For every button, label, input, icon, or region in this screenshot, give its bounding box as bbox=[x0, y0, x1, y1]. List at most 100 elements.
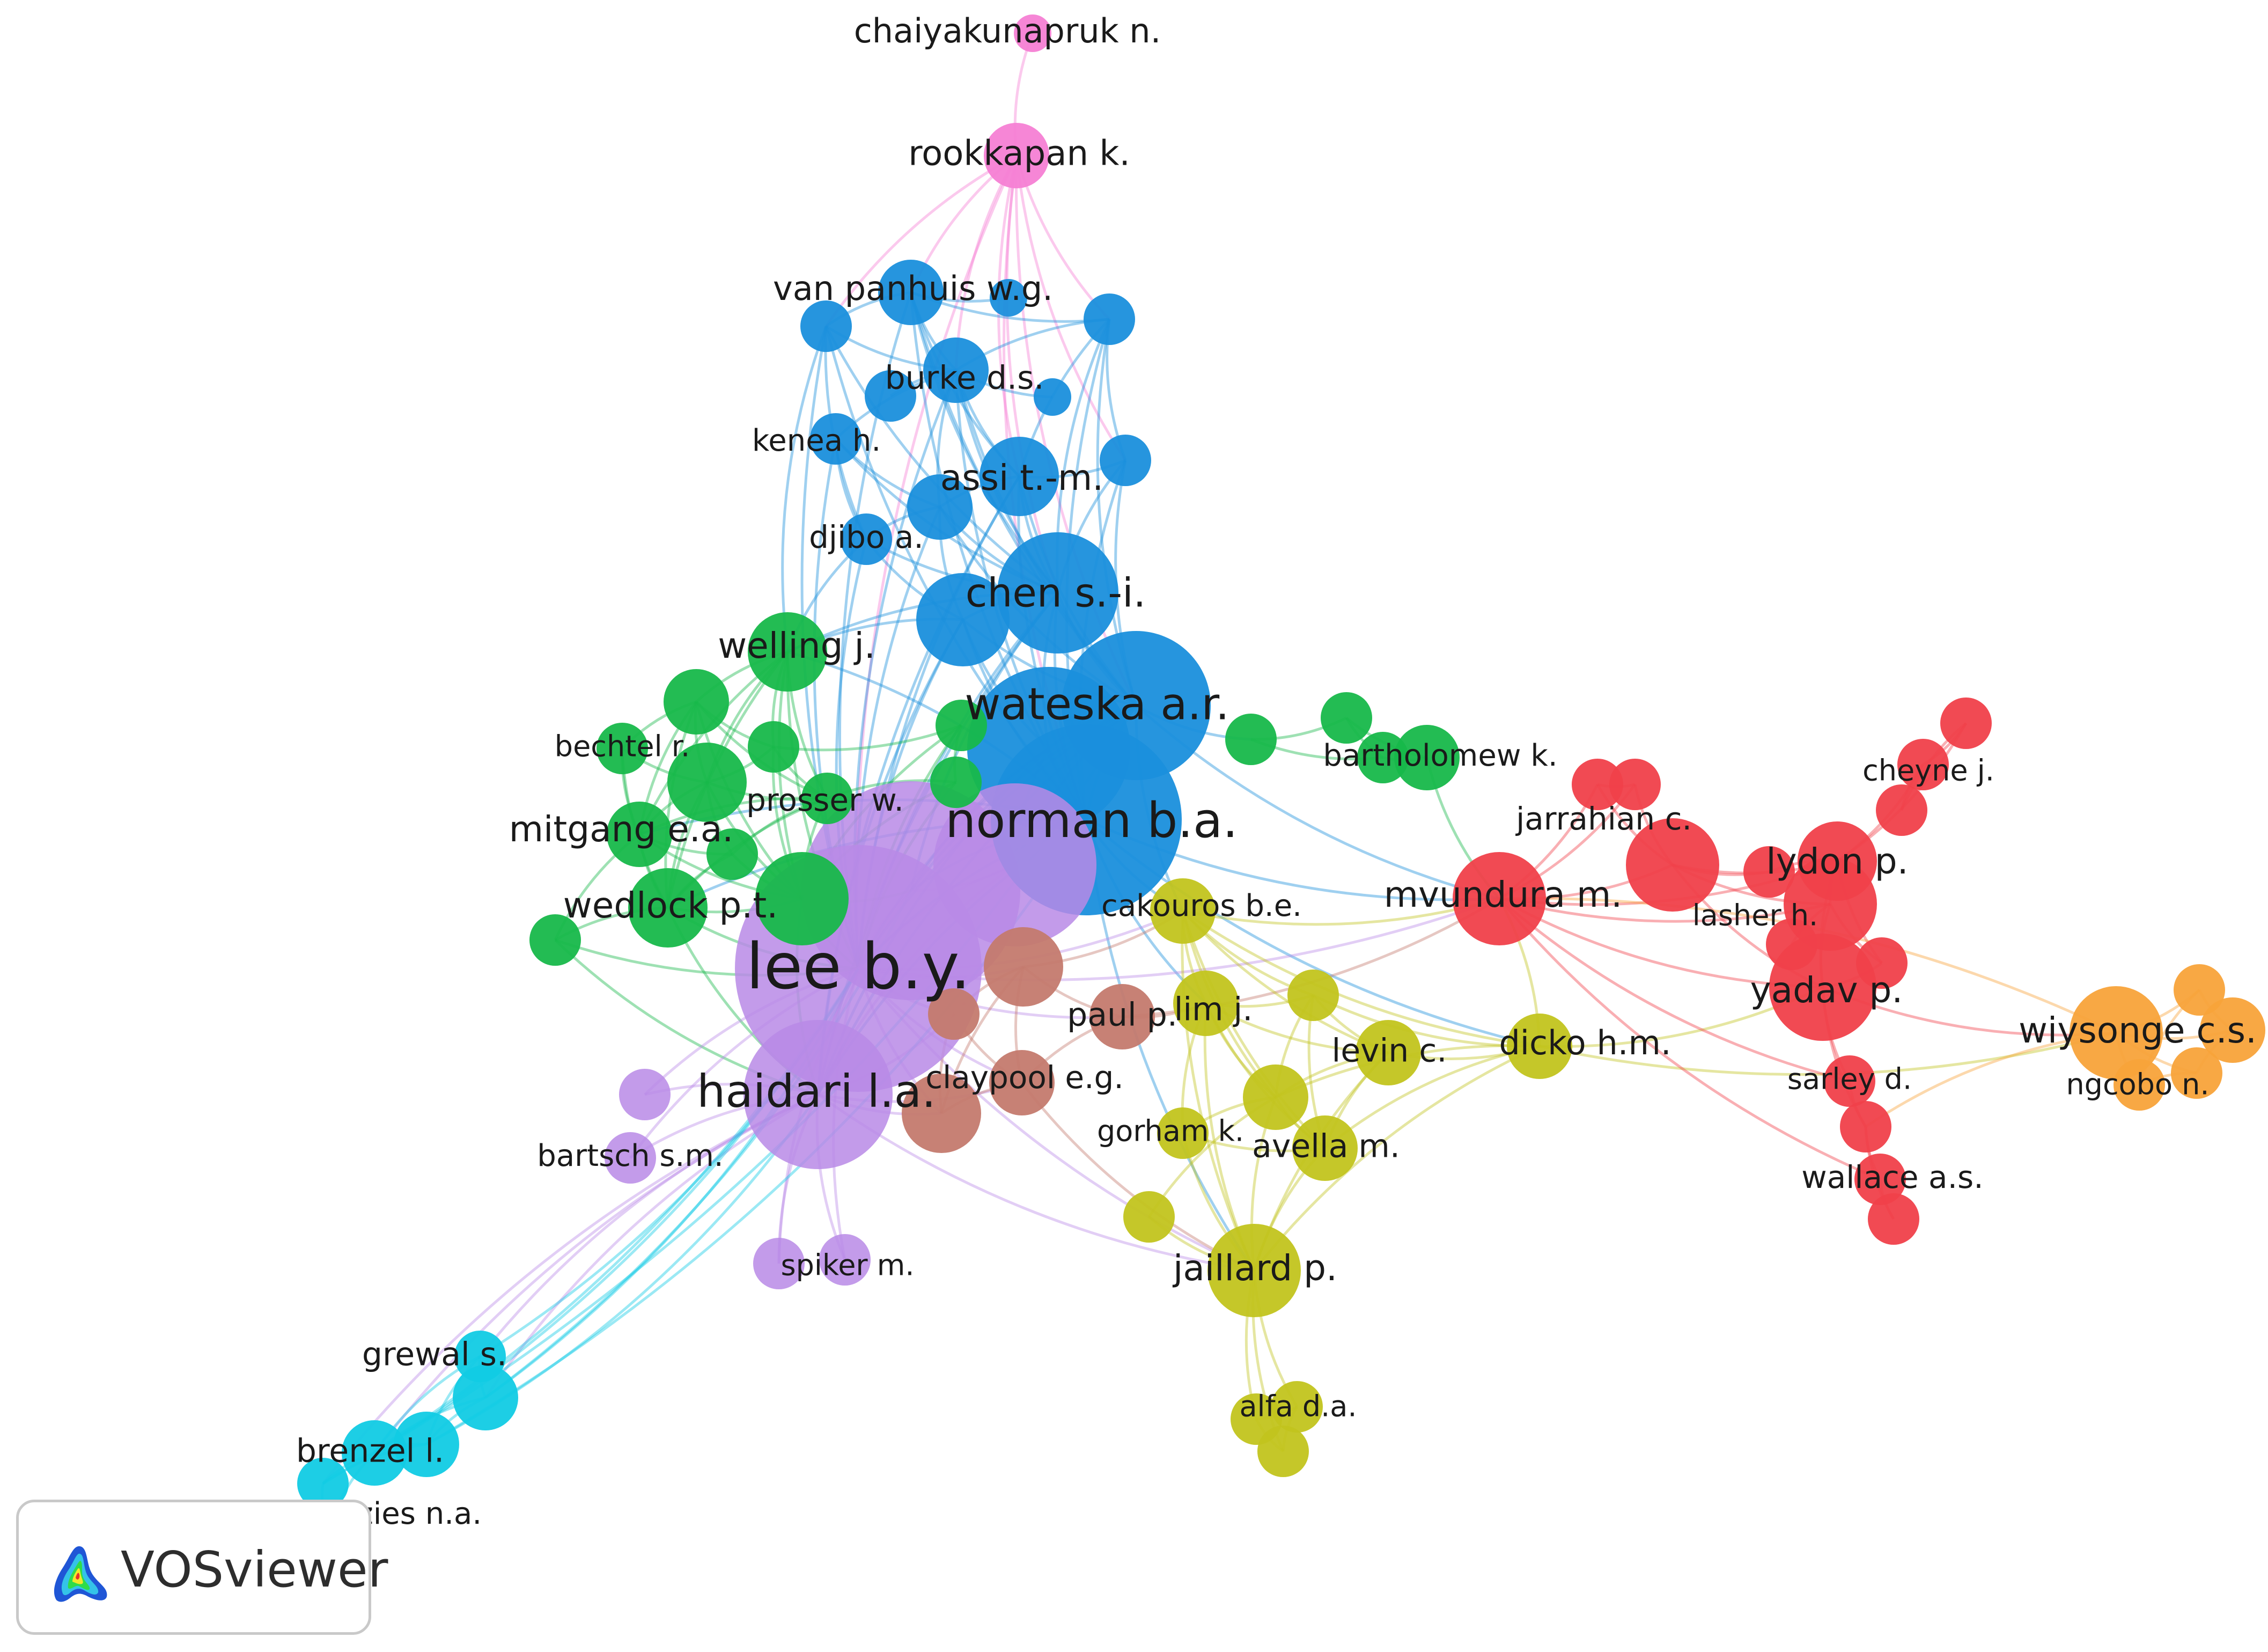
node-label-wallace[interactable]: wallace a.s. bbox=[1801, 1159, 1983, 1195]
node-g_11[interactable] bbox=[1225, 714, 1277, 765]
node-label-bechtel[interactable]: bechtel r. bbox=[555, 730, 690, 763]
node-kenea[interactable] bbox=[810, 413, 861, 465]
node-label-lee[interactable]: lee b.y. bbox=[746, 929, 970, 1003]
node-b_tl[interactable] bbox=[800, 300, 852, 352]
node-c_1[interactable] bbox=[453, 1365, 518, 1430]
node-br_1[interactable] bbox=[984, 927, 1063, 1007]
node-assi[interactable] bbox=[980, 437, 1059, 516]
node-r_4[interactable] bbox=[1940, 697, 1992, 749]
node-welling[interactable] bbox=[748, 612, 827, 692]
node-jarrahian[interactable] bbox=[1572, 759, 1623, 810]
node-prosser[interactable] bbox=[801, 773, 853, 824]
node-label-jarrahian[interactable]: jarrahian c. bbox=[1515, 801, 1692, 837]
node-burke[interactable] bbox=[923, 337, 989, 403]
node-c_2[interactable] bbox=[394, 1412, 459, 1477]
node-o_2[interactable] bbox=[2200, 997, 2265, 1063]
node-brenzel[interactable] bbox=[342, 1420, 407, 1486]
node-c_3[interactable] bbox=[297, 1458, 349, 1509]
node-jaillard[interactable] bbox=[1207, 1224, 1301, 1317]
node-label-cheyne[interactable]: cheyne j. bbox=[1862, 754, 1994, 788]
node-b_tr2[interactable] bbox=[990, 279, 1027, 317]
node-r_5[interactable] bbox=[1876, 784, 1927, 836]
node-wateska[interactable] bbox=[1062, 631, 1211, 780]
node-label-jaillard[interactable]: jaillard p. bbox=[1172, 1247, 1337, 1289]
node-label-welling[interactable]: welling j. bbox=[718, 625, 875, 666]
node-vanpanhuis[interactable] bbox=[878, 260, 944, 325]
node-label-cakouros[interactable]: cakouros b.e. bbox=[1101, 889, 1302, 923]
node-r_2[interactable] bbox=[1626, 818, 1719, 912]
node-label-levin[interactable]: levin c. bbox=[1332, 1032, 1447, 1070]
node-p_2[interactable] bbox=[933, 783, 1096, 946]
node-label-avella[interactable]: avella m. bbox=[1252, 1128, 1400, 1165]
node-label-bartholomew[interactable]: bartholomew k. bbox=[1323, 738, 1557, 773]
node-label-chen[interactable]: chen s.-i. bbox=[966, 570, 1146, 616]
node-o_1[interactable] bbox=[2174, 964, 2225, 1016]
node-label-haidari[interactable]: haidari l.a. bbox=[697, 1065, 936, 1118]
node-y_2[interactable] bbox=[1243, 1064, 1308, 1130]
node-label-chaiyakunapruk[interactable]: chaiyakunapruk n. bbox=[854, 11, 1161, 50]
node-label-prosser[interactable]: prosser w. bbox=[746, 782, 904, 818]
node-o_3[interactable] bbox=[2114, 1059, 2165, 1111]
node-label-dicko[interactable]: dicko h.m. bbox=[1499, 1023, 1671, 1062]
node-label-brenzel[interactable]: brenzel l. bbox=[296, 1433, 444, 1470]
node-g_2[interactable] bbox=[667, 743, 747, 822]
node-label-grewal[interactable]: grewal s. bbox=[362, 1336, 507, 1374]
node-label-kenea[interactable]: kenea h. bbox=[752, 423, 881, 458]
node-ngcobo[interactable] bbox=[2171, 1047, 2222, 1099]
node-lim[interactable] bbox=[1173, 971, 1239, 1036]
node-paul[interactable] bbox=[1089, 984, 1155, 1049]
node-br_3[interactable] bbox=[902, 1074, 981, 1153]
node-r_3[interactable] bbox=[1743, 846, 1795, 898]
node-wedlock[interactable] bbox=[628, 868, 708, 948]
node-label-gorham[interactable]: gorham k. bbox=[1097, 1114, 1244, 1148]
node-r_6[interactable] bbox=[1856, 937, 1908, 989]
node-sarley[interactable] bbox=[1824, 1055, 1875, 1107]
node-djibo[interactable] bbox=[841, 513, 892, 565]
node-claypool[interactable] bbox=[989, 1050, 1055, 1115]
node-cheyne[interactable] bbox=[1897, 739, 1949, 790]
node-y_3[interactable] bbox=[1123, 1191, 1175, 1243]
node-label-wateska[interactable]: wateska a.r. bbox=[964, 679, 1229, 730]
node-chen[interactable] bbox=[997, 532, 1118, 654]
node-gorham[interactable] bbox=[1157, 1107, 1209, 1159]
node-g_8[interactable] bbox=[529, 914, 581, 966]
node-label-lydon[interactable]: lydon p. bbox=[1766, 841, 1908, 882]
node-bechtel[interactable] bbox=[597, 723, 648, 774]
node-haidari[interactable] bbox=[743, 1020, 893, 1169]
node-label-alfa[interactable]: alfa d.a. bbox=[1239, 1390, 1357, 1423]
node-g_1[interactable] bbox=[664, 669, 729, 735]
node-dicko[interactable] bbox=[1507, 1014, 1572, 1079]
node-mitgang[interactable] bbox=[607, 802, 672, 867]
node-avella[interactable] bbox=[1292, 1115, 1358, 1181]
node-b_m1[interactable] bbox=[865, 370, 916, 422]
node-g_4[interactable] bbox=[936, 700, 987, 751]
node-label-burke[interactable]: burke d.s. bbox=[885, 359, 1044, 397]
node-lydon[interactable] bbox=[1798, 821, 1877, 901]
node-g_10[interactable] bbox=[1357, 732, 1409, 783]
node-label-ngcobo[interactable]: ngcobo n. bbox=[2066, 1068, 2209, 1102]
node-spiker[interactable] bbox=[753, 1238, 805, 1289]
node-label-paul[interactable]: paul p. bbox=[1067, 996, 1177, 1034]
node-y_5[interactable] bbox=[1257, 1426, 1309, 1477]
node-label-yadav[interactable]: yadav p. bbox=[1750, 970, 1903, 1011]
node-grewal[interactable] bbox=[454, 1331, 506, 1382]
node-r_1[interactable] bbox=[1609, 759, 1661, 810]
node-g_7[interactable] bbox=[755, 852, 849, 945]
node-y_4[interactable] bbox=[1271, 1381, 1323, 1433]
node-chaiyakunapruk[interactable] bbox=[1014, 14, 1051, 52]
node-b_r1[interactable] bbox=[1100, 435, 1151, 486]
node-b_l2[interactable] bbox=[916, 573, 1010, 666]
node-wallace[interactable] bbox=[1854, 1154, 1906, 1205]
node-y_1[interactable] bbox=[1287, 970, 1339, 1021]
node-g_9[interactable] bbox=[1321, 692, 1372, 744]
node-label-rookkapan[interactable]: rookkapan k. bbox=[908, 134, 1130, 174]
node-levin[interactable] bbox=[1356, 1020, 1421, 1085]
node-b_m3[interactable] bbox=[907, 474, 973, 540]
node-mvundura[interactable] bbox=[1453, 852, 1546, 945]
node-label-lasher[interactable]: lasher h. bbox=[1692, 899, 1818, 933]
node-label-wiysonge[interactable]: wiysonge c.s. bbox=[2019, 1010, 2257, 1051]
node-label-mitgang[interactable]: mitgang e.a. bbox=[509, 809, 734, 850]
node-label-assi[interactable]: assi t.-m. bbox=[940, 457, 1103, 498]
node-label-djibo[interactable]: djibo a. bbox=[809, 519, 924, 555]
node-bartholomew[interactable] bbox=[1394, 725, 1460, 790]
